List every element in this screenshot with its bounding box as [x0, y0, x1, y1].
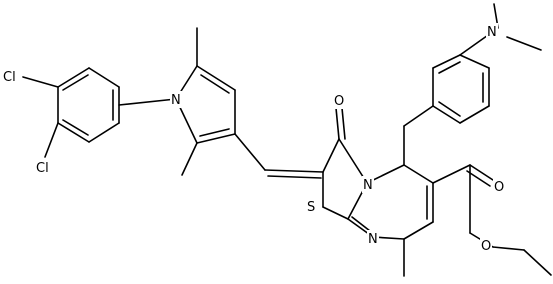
bond [181, 142, 198, 176]
atom-o-ester-carbonyl: O [494, 180, 504, 195]
atom-n-pyrrole: N [171, 93, 181, 108]
atom-n-imine: N [368, 232, 378, 247]
bond [118, 98, 177, 106]
bond [466, 170, 491, 187]
bond [459, 32, 492, 56]
dichlorophenyl-ring [22, 67, 120, 158]
thiazole-ring [322, 107, 368, 220]
bond [264, 169, 324, 173]
bond [322, 206, 349, 220]
atom-n-dimethylamino: N [487, 25, 497, 40]
bond [459, 54, 490, 69]
atom-labels: Cl Cl N O S N N O O N [2, 23, 505, 254]
methylidene-linker [234, 133, 324, 179]
bond [432, 54, 461, 69]
atom-cl-1: Cl [3, 70, 16, 85]
bond [267, 175, 322, 179]
bond [403, 221, 434, 240]
bond [200, 74, 230, 94]
bond [196, 133, 236, 144]
bond [338, 138, 368, 184]
bond [196, 65, 236, 91]
bond [234, 133, 266, 171]
bond [62, 119, 89, 136]
bond [322, 138, 340, 173]
bond [335, 107, 340, 140]
bond [341, 107, 346, 140]
bond [57, 67, 90, 88]
bond [469, 164, 494, 181]
bond [506, 36, 542, 51]
bond [459, 105, 490, 124]
bond [57, 122, 90, 143]
bond [62, 74, 89, 91]
bond [88, 122, 120, 143]
bond [438, 61, 461, 74]
atom-cl-2: Cl [36, 161, 49, 176]
bond [44, 122, 59, 158]
atom-o-ester: O [481, 239, 491, 254]
bond [351, 216, 371, 232]
bond [438, 101, 461, 117]
bond [22, 76, 59, 88]
atom-n-ring: N [363, 178, 373, 193]
pyrimidine-ring [347, 164, 434, 277]
bond [492, 246, 525, 251]
bond [432, 105, 461, 124]
bond [199, 128, 230, 137]
bond [403, 164, 434, 184]
bond [88, 67, 120, 88]
dimethylaminophenyl-ring [403, 3, 542, 166]
atom-s-thiazole: S [307, 200, 315, 215]
bond [432, 164, 471, 184]
bond [403, 105, 434, 127]
atom-o-carbonyl: O [334, 94, 344, 109]
bond [523, 249, 552, 276]
ethyl-ester [432, 164, 552, 276]
